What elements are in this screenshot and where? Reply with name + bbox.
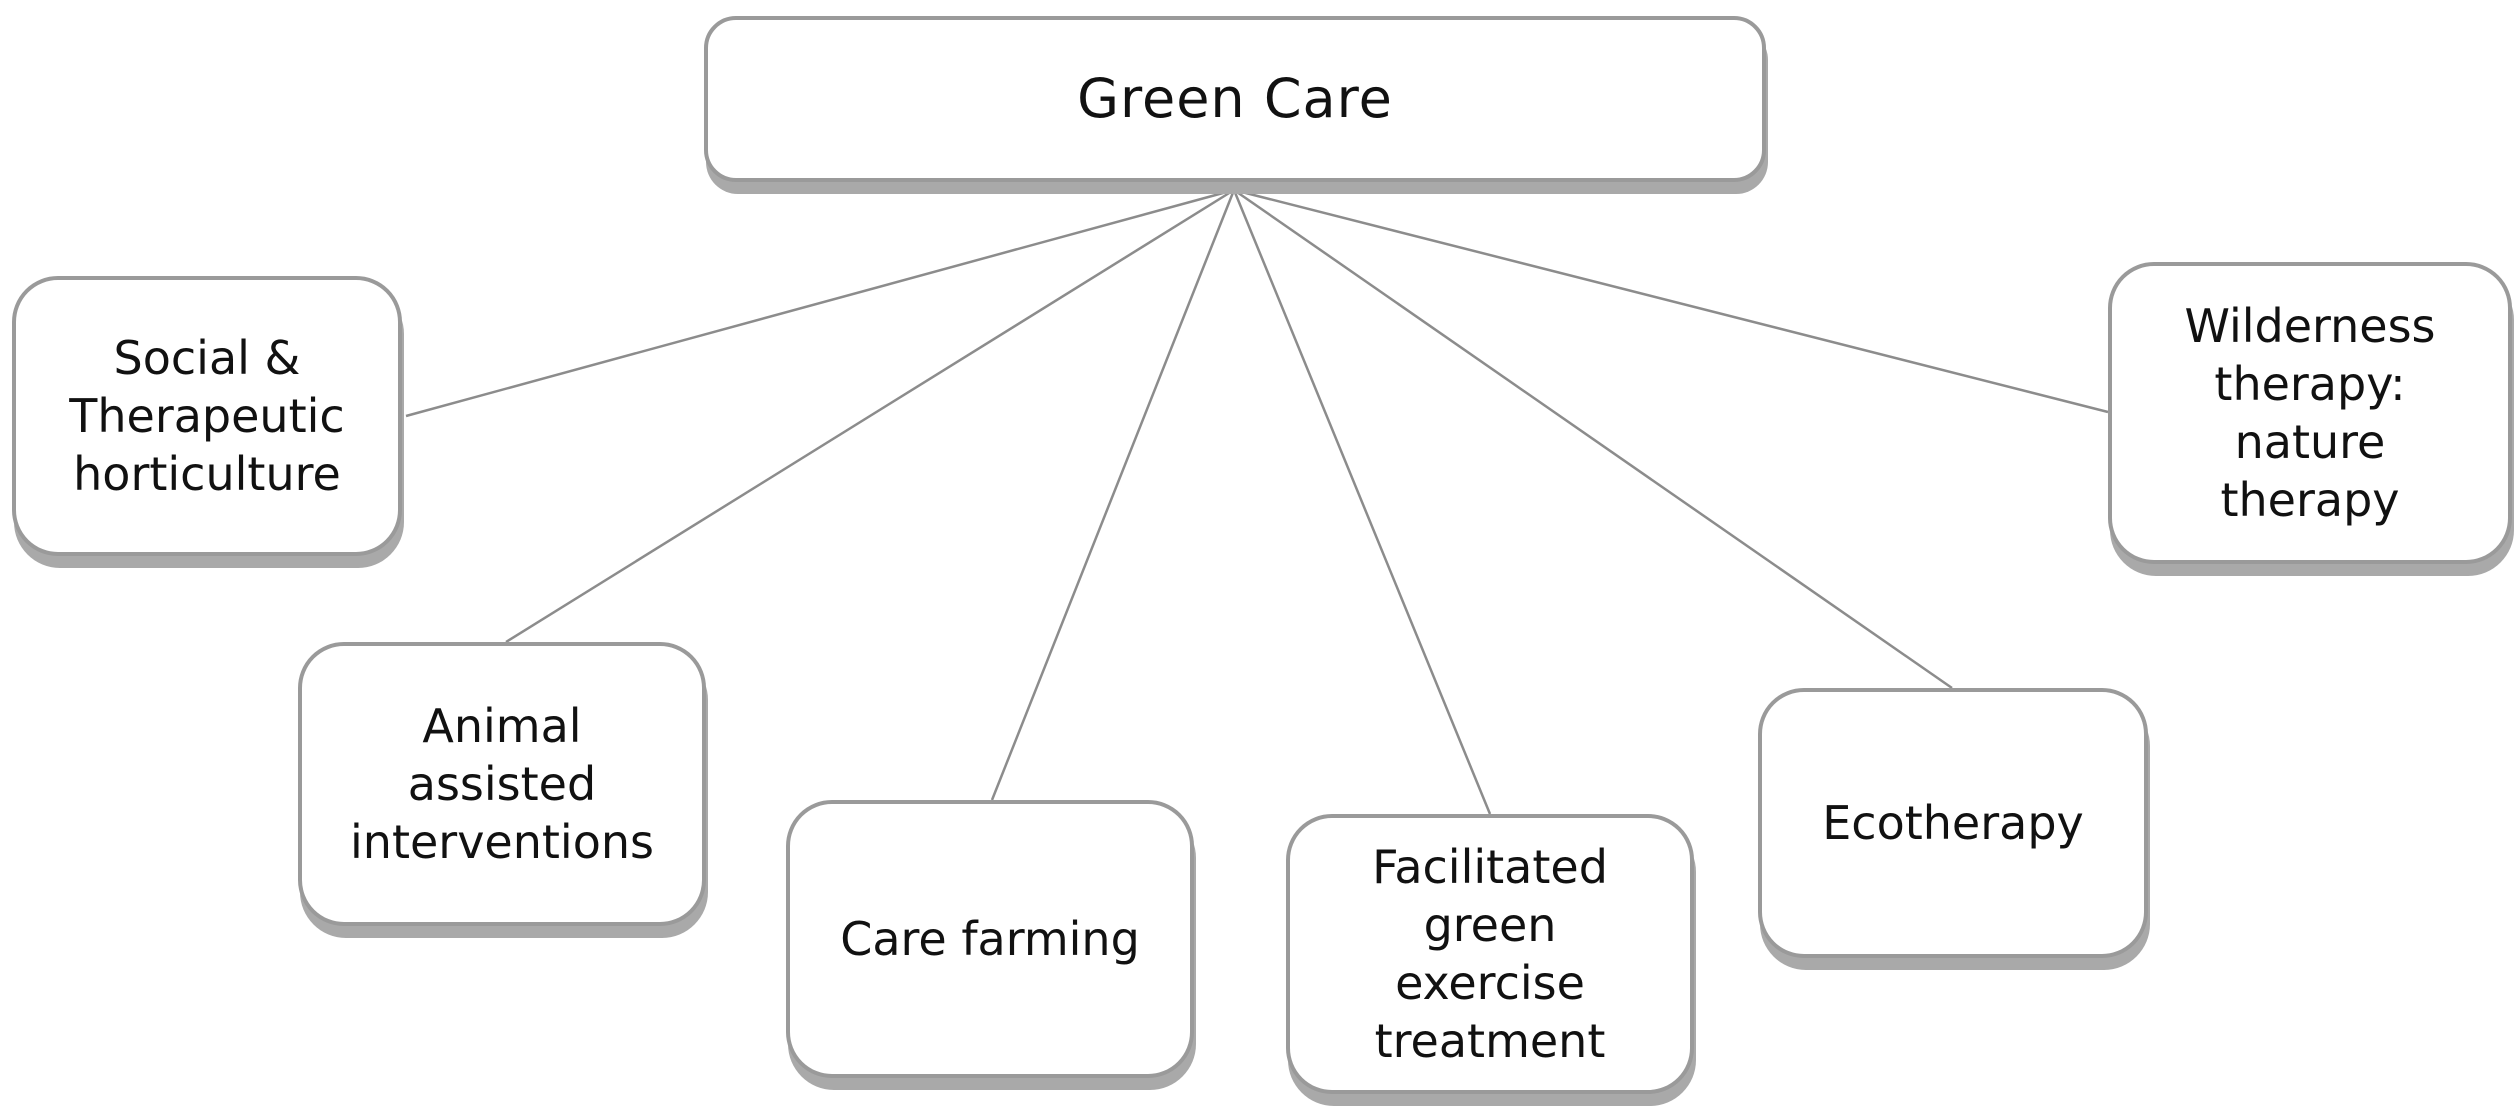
node-care-farming: Care farming (786, 800, 1194, 1078)
node-label: Animal assisted interventions (350, 699, 654, 869)
node-label: Social & Therapeutic horticulture (69, 331, 345, 501)
node-social-therapeutic-horticulture: Social & Therapeutic horticulture (12, 276, 402, 556)
root-node-green-care: Green Care (704, 16, 1766, 182)
connector-line-2 (990, 189, 1236, 801)
root-node-label: Green Care (1077, 67, 1393, 130)
connector-line-1 (505, 188, 1235, 644)
connector-line-4 (1233, 188, 1953, 690)
connector-line-5 (1233, 188, 2109, 414)
node-ecotherapy: Ecotherapy (1758, 688, 2148, 958)
connector-line-3 (1232, 189, 1492, 815)
node-label: Facilitated green exercise treatment (1372, 840, 1608, 1068)
node-label: Ecotherapy (1822, 796, 2084, 850)
node-facilitated-green-exercise-treatment: Facilitated green exercise treatment (1286, 814, 1694, 1094)
node-label: Wilderness therapy: nature therapy (2184, 299, 2436, 527)
node-animal-assisted-interventions: Animal assisted interventions (298, 642, 706, 926)
node-label: Care farming (840, 912, 1140, 966)
connector-line-0 (405, 188, 1235, 418)
node-wilderness-therapy: Wilderness therapy: nature therapy (2108, 262, 2512, 564)
